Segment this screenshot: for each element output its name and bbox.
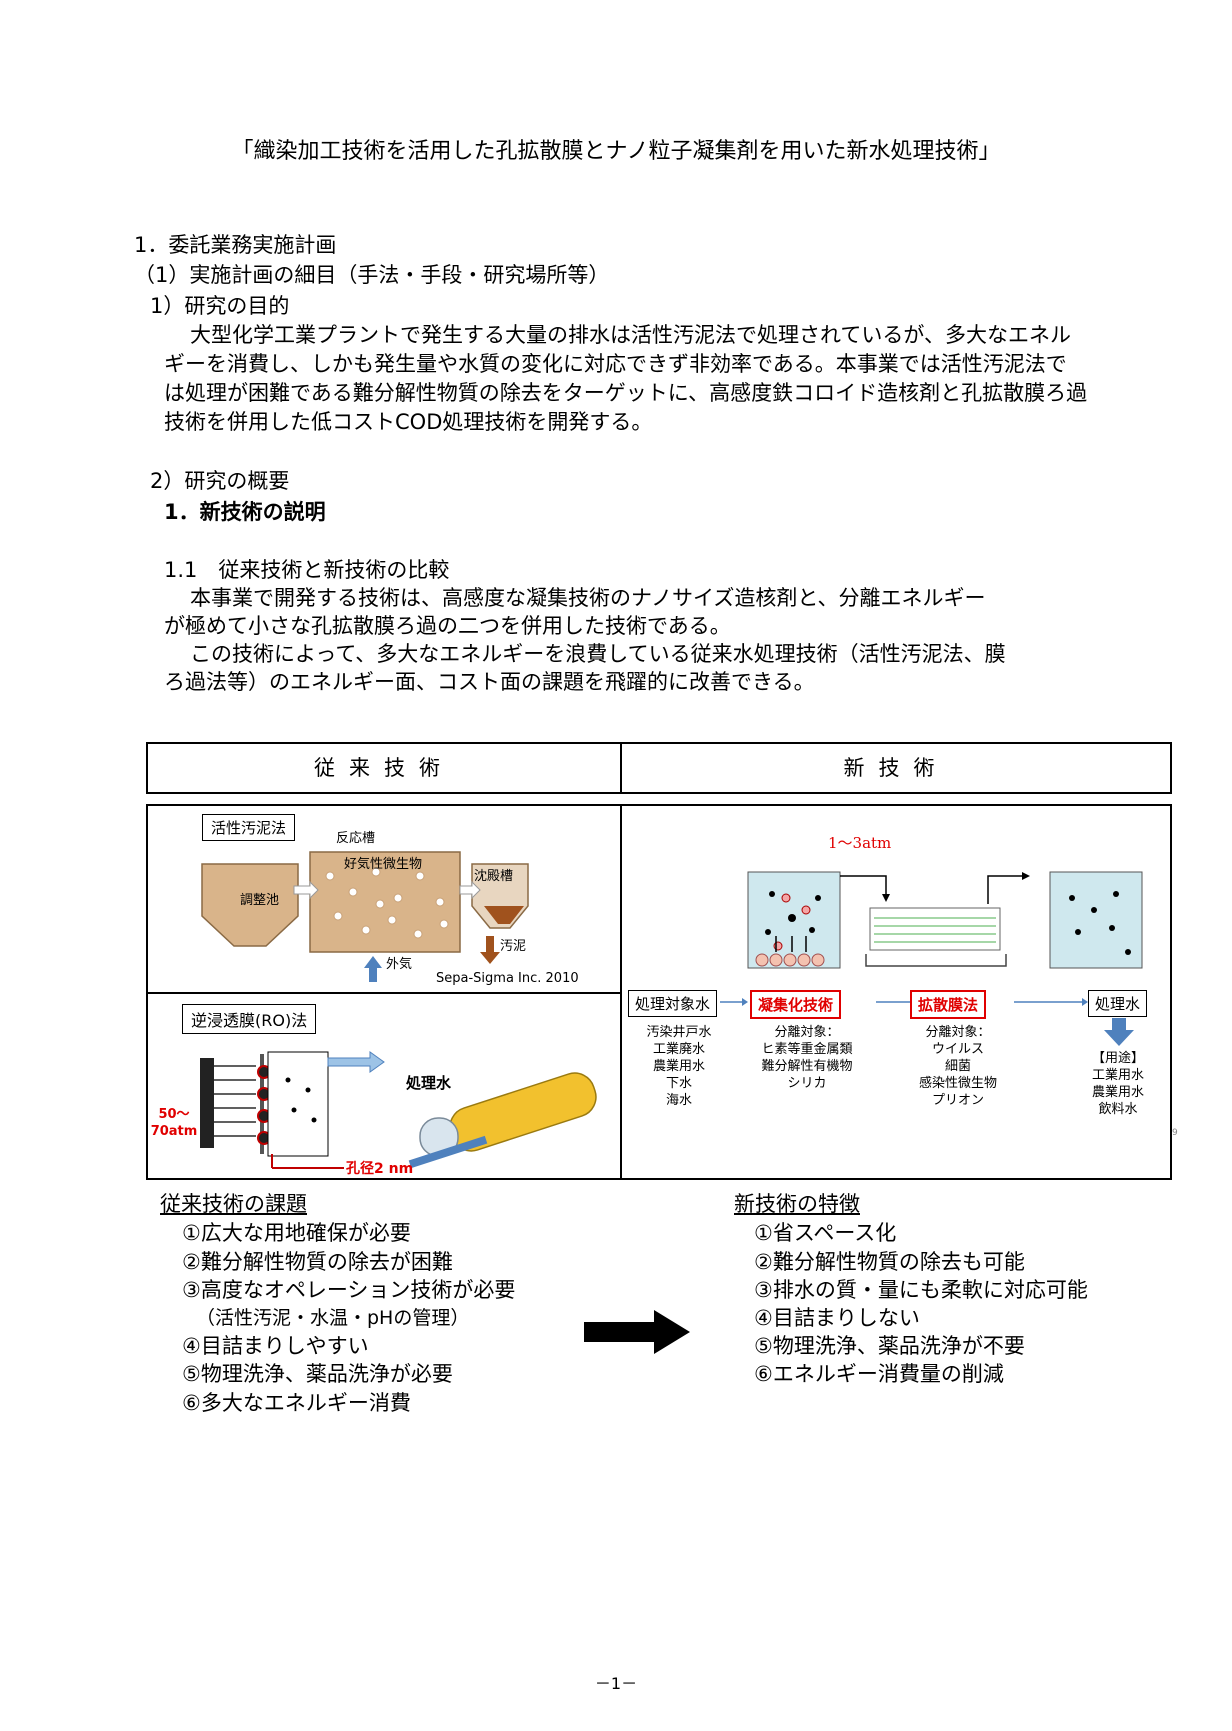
comparison-figure: 活性汚泥法 反応槽 好気性微生物 調整池 沈殿槽 汚泥 外気 Sepa-Sigm… [146, 804, 1172, 1180]
list-item: 農業用水 [652, 1059, 705, 1074]
purpose-line: 技術を併用した低コストCOD処理技術を開発する。 [164, 410, 653, 434]
compare-line: この技術によって、多大なエネルギーを浪費している従来水処理技術（活性汚泥法、膜 [190, 642, 1006, 666]
reverse-osmosis-diagram: 逆浸透膜(RO)法 処理水 50～ 70atm 孔径2 nm [148, 994, 620, 1178]
list-item: 感染性微生物 [918, 1076, 997, 1091]
list-item: 難分解性有機物 [761, 1059, 853, 1074]
image-credit: Sepa-Sigma Inc. 2010 [436, 971, 579, 986]
compare-line: が極めて小さな孔拡散膜ろ過の二つを併用した技術である。 [164, 614, 731, 638]
reverse-osmosis-illustration [200, 1051, 597, 1169]
issues-heading: 従来技術の課題 [160, 1192, 307, 1216]
adjustment-tank-label: 調整池 [240, 893, 280, 908]
comparison-header: 従来技術 新技術 [146, 742, 1172, 794]
pressure-label: 50～ 70atm [150, 1107, 198, 1139]
compare-heading: 1.1 従来技術と新技術の比較 [164, 558, 450, 582]
feature-item: ②難分解性物質の除去も可能 [754, 1250, 1025, 1274]
list-item: 工業用水 [1091, 1068, 1144, 1083]
list-item: 細菌 [944, 1059, 971, 1074]
feature-item: ④目詰まりしない [754, 1306, 920, 1330]
new-technology-diagram: 1～3atm [622, 806, 1170, 1178]
usage-list: 【用途】 工業用水 農業用水 飲料水 [1078, 1050, 1158, 1118]
compare-line: ろ過法等）のエネルギー面、コスト面の課題を飛躍的に改善できる。 [164, 670, 815, 694]
figure-mark: 9 [1172, 1128, 1178, 1138]
flow-step-treated-water: 処理水 [1088, 990, 1148, 1017]
list-item: 分離対象： [774, 1025, 840, 1040]
activated-sludge-diagram: 活性汚泥法 反応槽 好気性微生物 調整池 沈殿槽 汚泥 外気 Sepa-Sigm… [148, 806, 620, 992]
activated-sludge-label: 活性汚泥法 [202, 814, 296, 841]
subsection-heading: （1）実施計画の細目（手法・手段・研究場所等） [134, 263, 610, 287]
list-item: 分離対象： [925, 1025, 991, 1040]
issue-item: ②難分解性物質の除去が困難 [182, 1250, 453, 1274]
list-item: 飲料水 [1098, 1102, 1138, 1117]
section-heading: 1．委託業務実施計画 [134, 233, 337, 257]
settling-tank-label: 沈殿槽 [474, 869, 514, 884]
list-item: ウイルス [931, 1042, 984, 1057]
purpose-heading: 1）研究の目的 [150, 294, 290, 318]
down-arrow-icon [1104, 1018, 1134, 1046]
aerobic-microbe-label: 好気性微生物 [344, 857, 423, 872]
issue-item: ①広大な用地確保が必要 [182, 1221, 411, 1245]
purpose-line: は処理が困難である難分解性物質の除去をターゲットに、高感度鉄コロイド造核剤と孔拡… [164, 381, 1088, 405]
flow-step-target-water: 処理対象水 [628, 990, 718, 1017]
document-title: 「織染加工技術を活用した孔拡散膜とナノ粒子凝集剤を用いた新水処理技術」 [231, 139, 1001, 164]
reverse-osmosis-label: 逆浸透膜(RO)法 [182, 1004, 317, 1034]
issue-item: ⑥多大なエネルギー消費 [182, 1391, 411, 1415]
compare-line: 本事業で開発する技術は、高感度な凝集技術のナノサイズ造核剤と、分離エネルギー [190, 586, 986, 610]
reactor-label: 反応槽 [336, 831, 376, 846]
list-item: 【用途】 [1091, 1051, 1144, 1066]
issue-item: ④目詰まりしやすい [182, 1334, 369, 1358]
issue-item: ⑤物理洗浄、薬品洗浄が必要 [182, 1362, 453, 1386]
figure-horizontal-divider [148, 992, 620, 994]
list-item: シリカ [787, 1076, 827, 1091]
issue-item: ③高度なオペレーション技術が必要 [182, 1278, 516, 1302]
coagulation-target-list: 分離対象： ヒ素等重金属類 難分解性有機物 シリカ [742, 1024, 872, 1092]
flow-step-coagulation: 凝集化技術 [750, 990, 842, 1019]
outside-air-label: 外気 [386, 957, 413, 972]
activated-sludge-illustration [201, 851, 529, 982]
purpose-line: ギーを消費し、しかも発生量や水質の変化に対応できず非効率である。本事業では活性汚… [164, 352, 1067, 376]
flow-step-diffusion-membrane: 拡散膜法 [910, 990, 987, 1019]
right-arrow-icon [584, 1310, 690, 1354]
list-item: 下水 [665, 1076, 692, 1091]
list-item: ヒ素等重金属類 [761, 1042, 853, 1057]
list-item: 工業廃水 [652, 1042, 705, 1057]
feature-item: ①省スペース化 [754, 1221, 897, 1245]
list-item: プリオン [931, 1093, 984, 1108]
outline-subheading: 1．新技術の説明 [164, 500, 326, 524]
page-number: －1－ [594, 1674, 638, 1693]
membrane-target-list: 分離対象： ウイルス 細菌 感染性微生物 プリオン [898, 1024, 1018, 1109]
target-water-list: 汚染井戸水 工業廃水 農業用水 下水 海水 [634, 1024, 724, 1109]
purpose-line: 大型化学工業プラントで発生する大量の排水は活性汚泥法で処理されているが、多大なエ… [190, 323, 1071, 347]
pore-size-label: 孔径2 nm [346, 1161, 414, 1177]
feature-item: ⑥エネルギー消費量の削減 [754, 1362, 1004, 1386]
issue-item-note: （活性汚泥・水温・pHの管理） [196, 1307, 470, 1329]
list-item: 海水 [665, 1093, 692, 1108]
outline-heading: 2）研究の概要 [150, 469, 290, 493]
list-item: 汚染井戸水 [646, 1025, 712, 1040]
feature-item: ③排水の質・量にも柔軟に対応可能 [754, 1278, 1088, 1302]
header-new-technology: 新技術 [843, 756, 949, 780]
header-divider [620, 744, 622, 792]
sludge-label: 汚泥 [500, 939, 527, 954]
low-pressure-label: 1～3atm [828, 834, 892, 852]
header-old-technology: 従来技術 [314, 756, 454, 780]
figure-vertical-divider [620, 806, 622, 1178]
list-item: 農業用水 [1091, 1085, 1144, 1100]
feature-item: ⑤物理洗浄、薬品洗浄が不要 [754, 1334, 1025, 1358]
treated-water-label: 処理水 [406, 1074, 452, 1092]
new-technology-illustration [720, 871, 1143, 1006]
features-heading: 新技術の特徴 [734, 1192, 860, 1216]
